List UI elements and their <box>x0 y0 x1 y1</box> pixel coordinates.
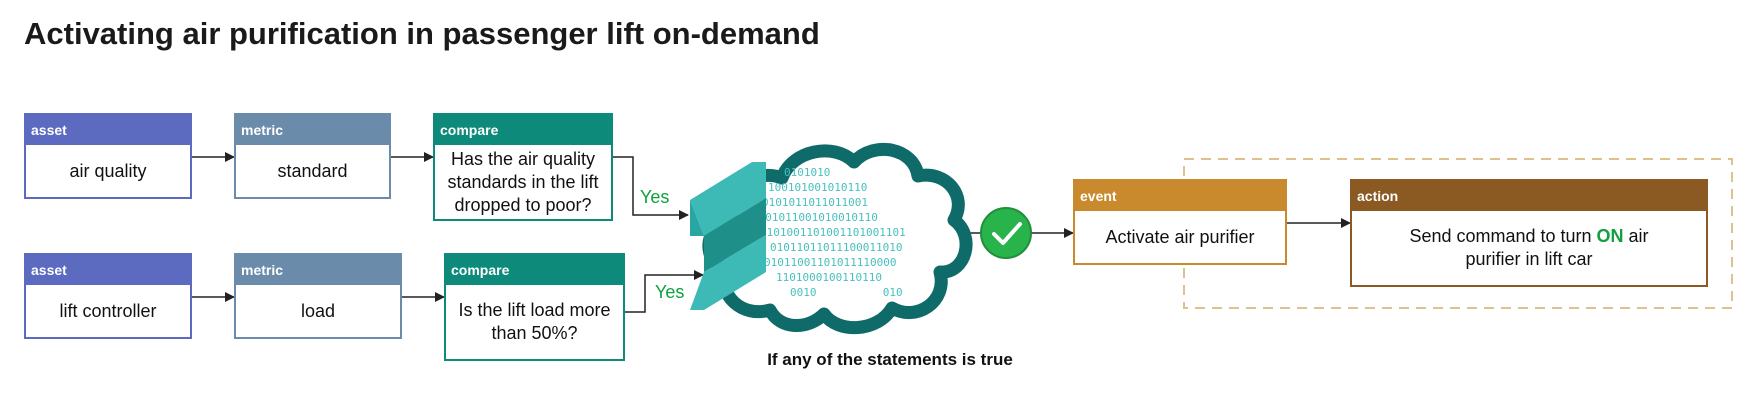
cloud-caption: If any of the statements is true <box>767 350 1013 369</box>
asset-lift-controller-node[interactable]: asset lift controller <box>24 253 192 339</box>
action-text-on: ON <box>1596 226 1624 246</box>
compare-lift-load-node[interactable]: compare Is the lift load more than 50%? <box>444 253 625 361</box>
node-label: air quality <box>69 160 147 181</box>
check-circle-icon <box>980 207 1032 259</box>
event-activate-purifier-node[interactable]: event Activate air purifier <box>1073 179 1287 265</box>
cloud-binary-line: 0101010 <box>784 166 830 179</box>
node-tag: metric <box>236 255 400 285</box>
action-text-before: Send command to turn <box>1409 226 1597 246</box>
page-title: Activating air purification in passenger… <box>24 16 820 51</box>
arrow-compare2-cloud <box>625 270 704 313</box>
node-label: Activate air purifier <box>1105 226 1255 247</box>
cloud-binary-line: 0101011011011001 <box>762 196 868 209</box>
compare-air-quality-node[interactable]: compare Has the air quality standards in… <box>433 113 613 221</box>
cloud-binary-line: 01011001101011110000 <box>764 256 896 269</box>
node-tag: compare <box>446 255 623 285</box>
yes-label-2: Yes <box>655 282 685 302</box>
node-tag: event <box>1075 181 1285 211</box>
node-label: Send command to turn ON air purifier in … <box>1352 211 1706 285</box>
node-label: standard <box>277 160 348 181</box>
action-group-dashed-box <box>1183 158 1733 309</box>
node-tag: metric <box>236 115 389 145</box>
metric-standard-node[interactable]: metric standard <box>234 113 391 199</box>
node-label: Is the lift load more than 50%? <box>458 300 611 343</box>
cloud-binary-line: 0010 010 <box>790 286 903 299</box>
metric-load-node[interactable]: metric load <box>234 253 402 339</box>
asset-air-quality-node[interactable]: asset air quality <box>24 113 192 199</box>
action-send-command-node[interactable]: action Send command to turn ON air purif… <box>1350 179 1708 287</box>
cloud-binary-line: 0001011001010010110 <box>752 211 878 224</box>
node-label: load <box>300 300 336 321</box>
logo-s-shape <box>690 162 766 310</box>
cloud-binary-line: 01011011011100011010 <box>770 241 902 254</box>
yes-label-1: Yes <box>640 187 670 207</box>
cloud-binary-line: 100101001010110 <box>768 181 867 194</box>
cloud-binary-line: 1101001101001101001101 <box>760 226 906 239</box>
arrow-compare1-cloud <box>613 156 689 220</box>
cloud-binary-line: 1101000100110110 <box>776 271 882 284</box>
action-text-after: air purifier in lift car <box>1465 226 1649 269</box>
node-tag: asset <box>26 255 190 285</box>
node-label: lift controller <box>59 300 157 321</box>
node-label: Has the air quality standards in the lif… <box>447 148 599 215</box>
node-tag: asset <box>26 115 190 145</box>
node-tag: action <box>1352 181 1706 211</box>
node-tag: compare <box>435 115 611 145</box>
cloud-icon: 0101010 100101001010110 0101011011011001 00… <box>690 142 973 334</box>
